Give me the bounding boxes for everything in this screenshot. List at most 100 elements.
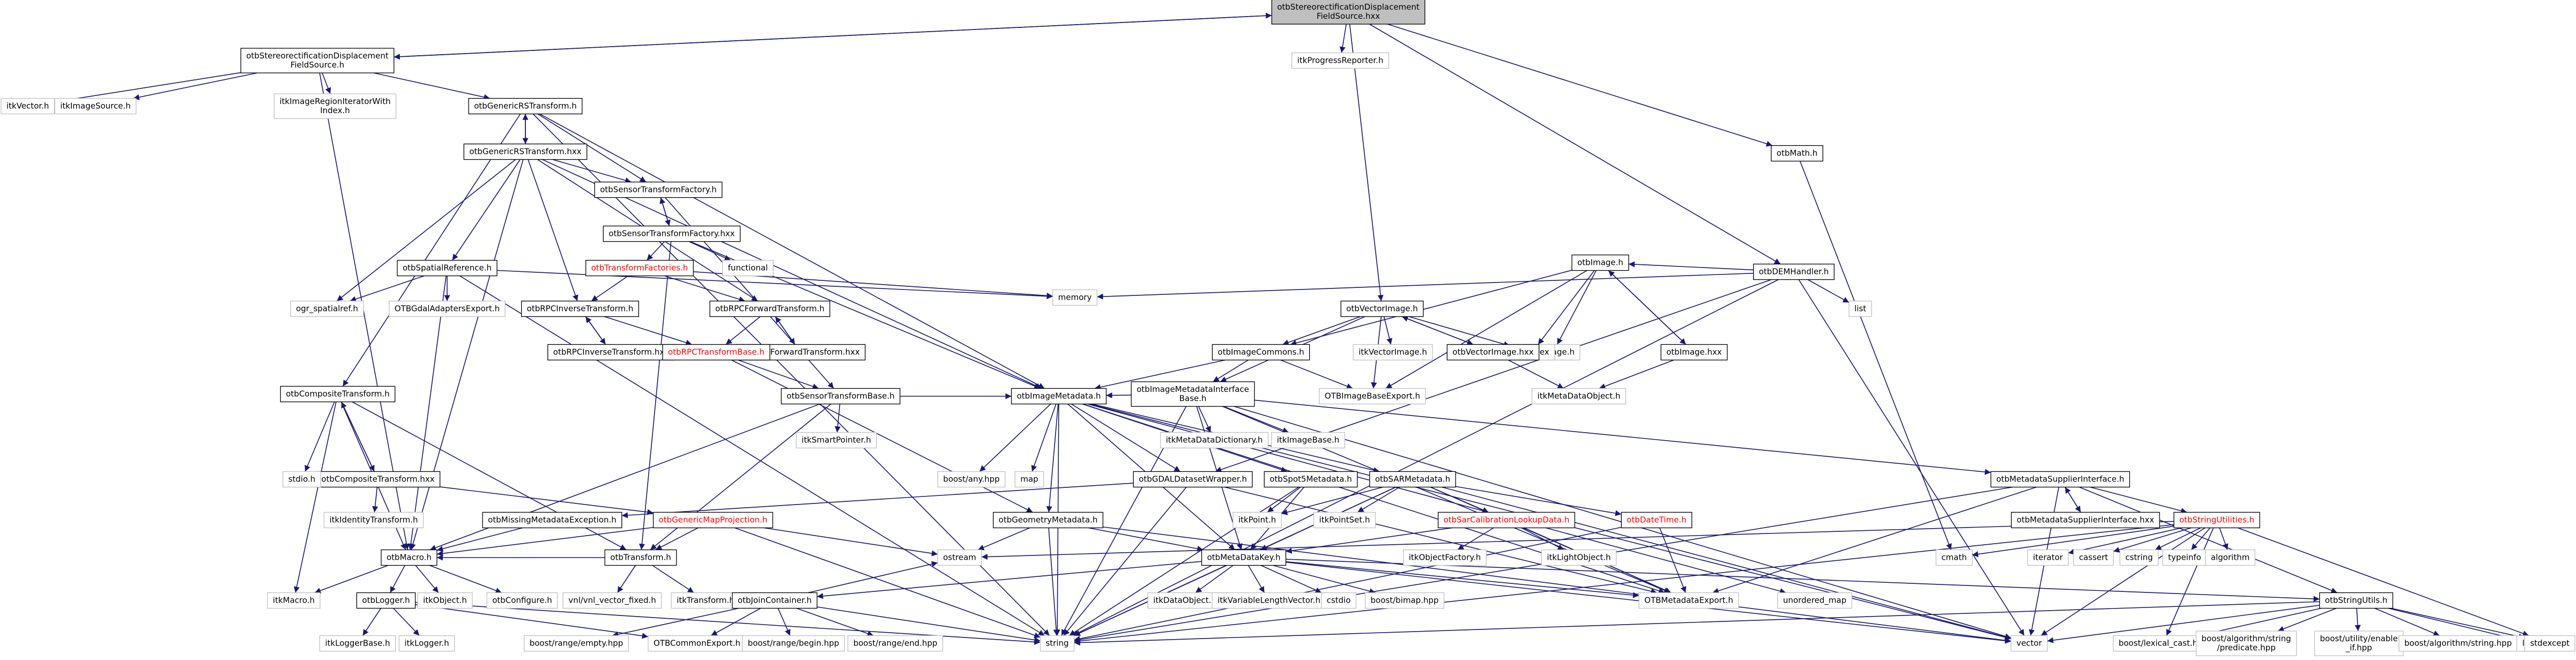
graph-node[interactable]: otbTransform.h: [604, 549, 677, 566]
node-label: itkPoint.h: [1238, 515, 1276, 525]
graph-node[interactable]: otbTransformFactories.h: [585, 259, 694, 277]
dependency-edge: [977, 527, 1030, 551]
node-label: otbGDALDatasetWrapper.h: [1139, 474, 1247, 484]
node-box: [273, 93, 397, 119]
node-box: [993, 511, 1103, 529]
graph-node[interactable]: otbStereorectificationDisplacementFieldS…: [1271, 0, 1426, 25]
node-label: OTBMetadataExport.h: [1644, 596, 1733, 605]
node-box: [417, 592, 473, 609]
graph-node[interactable]: otbJoinContainer.h: [732, 592, 818, 609]
graph-node[interactable]: otbMetaDataKey.h: [1201, 549, 1287, 566]
node-box: [2399, 635, 2518, 652]
graph-node[interactable]: otbMacro.h: [381, 549, 437, 566]
graph-node[interactable]: otbRPCForwardTransform.h: [709, 300, 830, 317]
graph-node[interactable]: otbDEMHandler.h: [1753, 263, 1835, 280]
dependency-edge: [764, 527, 938, 557]
graph-node[interactable]: otbImage.hxx: [1660, 344, 1728, 361]
graph-node[interactable]: otbGDALDatasetWrapper.h: [1133, 471, 1253, 488]
dependency-edge: [1106, 392, 1132, 399]
dependency-edge: [1521, 527, 1564, 551]
node-box: [1353, 344, 1433, 361]
node-box: [1233, 511, 1282, 529]
graph-node[interactable]: otbMetadataSupplierInterface.h: [1990, 471, 2130, 488]
graph-node[interactable]: otbRPCInverseTransform.hxx: [547, 344, 675, 361]
node-label: itkProgressReporter.h: [1297, 56, 1384, 65]
dependency-edge: [1290, 270, 1572, 346]
node-label: otbImage.h: [1577, 258, 1623, 268]
dependency-edge: [1799, 161, 1952, 550]
dependency-edge: [652, 565, 694, 594]
graph-node[interactable]: otbRPCInverseTransform.h: [521, 300, 639, 317]
graph-node[interactable]: otbGenericRSTransform.hxx: [463, 143, 588, 160]
dependency-edge: [725, 316, 761, 345]
graph-node[interactable]: otbSpatialReference.h: [397, 259, 498, 277]
node-box: [1212, 592, 1326, 609]
graph-node[interactable]: otbSensorTransformBase.h: [781, 388, 901, 405]
node-box: [1771, 145, 1823, 162]
dependency-edge: [738, 359, 819, 390]
graph-node[interactable]: otbDateTime.h: [1621, 511, 1692, 529]
graph-node[interactable]: otbStereorectificationDisplacementFieldS…: [240, 48, 395, 73]
graph-node: itkObjectFactory.h: [1403, 549, 1487, 566]
graph-node: itkLightObject.h: [1541, 549, 1617, 566]
node-label: otbDateTime.h: [1627, 515, 1686, 525]
graph-node[interactable]: otbImage.h: [1571, 254, 1629, 271]
dependency-edge: [775, 316, 796, 345]
graph-node[interactable]: otbGenericMapProjection.h: [652, 511, 774, 529]
node-label: itkLightObject.h: [1547, 553, 1610, 562]
dependency-edge: [1048, 528, 1059, 636]
node-box: [2319, 592, 2393, 609]
dependency-edge: [1608, 270, 1687, 345]
node-box: [1621, 511, 1692, 529]
graph-node[interactable]: otbLogger.h: [356, 592, 416, 609]
dependency-edge: [655, 527, 699, 551]
graph-node[interactable]: otbMissingMetadataException.h: [482, 511, 622, 529]
node-box: [1340, 300, 1424, 317]
graph-node[interactable]: otbVectorImage.hxx: [1446, 344, 1540, 361]
node-label: itkObjectFactory.h: [1409, 553, 1481, 562]
graph-node: boost/range/end.hpp: [847, 635, 944, 652]
dependency-edge: [452, 159, 521, 261]
graph-node: itkMacro.h: [267, 592, 321, 609]
node-label: unordered_map: [1783, 596, 1846, 606]
node-box: [1541, 549, 1617, 566]
graph-node[interactable]: otbSensorTransformFactory.hxx: [603, 225, 741, 242]
graph-node[interactable]: otbImageCommons.h: [1212, 344, 1310, 361]
graph-node[interactable]: otbMath.h: [1771, 145, 1823, 162]
node-label: otbMath.h: [1777, 149, 1817, 158]
graph-node[interactable]: otbSensorTransformFactory.h: [594, 181, 723, 198]
graph-node: itkLoggerBase.h: [319, 635, 396, 652]
node-label: itkPointSet.h: [1319, 515, 1370, 525]
dependency-edge: [436, 527, 523, 552]
graph-node[interactable]: otbMetadataSupplierInterface.hxx: [2011, 511, 2160, 529]
node-box: [603, 225, 741, 242]
graph-node[interactable]: otbVectorImage.h: [1340, 300, 1424, 317]
node-label: boost/algorithm/string.hpp: [2404, 639, 2512, 648]
graph-node[interactable]: otbRPCTransformBase.h: [662, 344, 770, 361]
dependency-edge: [1074, 526, 1622, 642]
node-label: boost/range/empty.hpp: [530, 639, 623, 648]
dependency-edge: [664, 275, 745, 302]
dependency-edge: [617, 565, 636, 593]
dependency-edge: [1074, 524, 2174, 644]
graph-node[interactable]: otbSARMetadata.h: [1369, 471, 1456, 488]
dependency-edge: [1267, 486, 1301, 513]
graph-node[interactable]: otbGeometryMetadata.h: [993, 511, 1103, 529]
graph-node[interactable]: otbSarCalibrationLookupData.h: [1437, 511, 1576, 529]
node-box: [463, 143, 588, 160]
node-label: cassert: [2079, 553, 2108, 562]
graph-node[interactable]: otbGenericRSTransform.h: [468, 98, 583, 115]
node-label: ogr_spatialref.h: [296, 304, 358, 314]
graph-node[interactable]: otbStringUtilities.h: [2173, 511, 2260, 529]
graph-node: boost/lexical_cast.hpp: [2113, 635, 2214, 652]
graph-node[interactable]: otbCompositeTransform.hxx: [315, 471, 441, 488]
graph-node[interactable]: otbImageMetadata.h: [1011, 388, 1107, 405]
dependency-edge: [1195, 565, 1234, 594]
graph-node[interactable]: otbCompositeTransform.h: [280, 385, 396, 403]
graph-node[interactable]: otbStringUtils.h: [2319, 592, 2393, 609]
dependency-edge: [2277, 607, 2337, 632]
graph-node[interactable]: otbSpot5Metadata.h: [1264, 471, 1358, 488]
dependency-edge: [528, 159, 578, 301]
graph-node: itkSmartPointer.h: [796, 432, 877, 449]
